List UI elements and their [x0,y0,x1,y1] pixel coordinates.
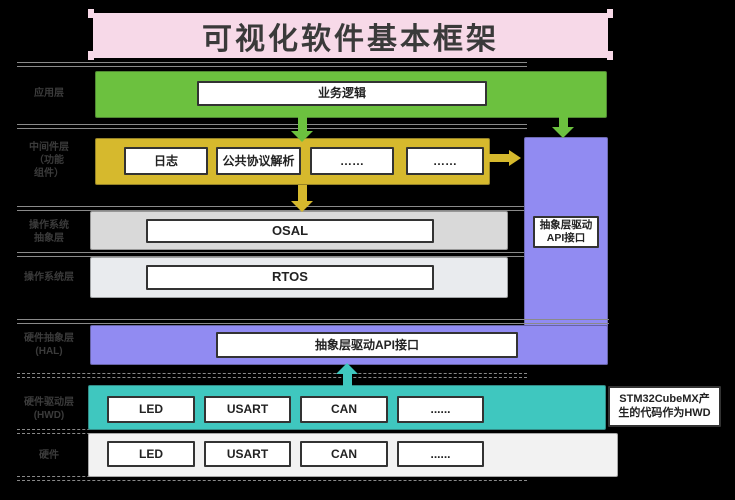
hal-api-box: 抽象层驱动API接口 [216,332,518,358]
layer-label-line: 组件） [34,168,64,179]
hw-usart-box: USART [204,441,291,467]
up-arrow-icon [336,363,358,374]
layer-label-hardware: 硬件 [10,449,88,462]
title-corner-tick [88,9,94,18]
log-module-box: 日志 [124,147,208,175]
abstraction-driver-api-label-box: 抽象层驱动 API接口 [533,216,599,248]
separator-line [17,252,527,257]
layer-label-os-abstraction: 操作系统 抽象层 [10,219,88,245]
hwd-can-box: CAN [300,396,388,423]
diagram-title: 可视化软件基本框架 [202,22,499,56]
separator-line [17,206,527,211]
separator-line [17,62,527,67]
down-arrow-icon [552,127,574,138]
layer-label-line: 硬件 [39,450,59,461]
layer-label-application: 应用层 [10,87,88,100]
stm32cubemx-note-line: 生的代码作为HWD [618,406,711,419]
hw-led-box: LED [107,441,195,467]
title-corner-tick [607,9,613,18]
hwd-usart-box: USART [204,396,291,423]
down-arrow-icon [298,185,307,202]
layer-label-line: 抽象层 [34,233,64,244]
layer-label-line: 操作系统层 [24,272,74,283]
down-arrow-icon [291,201,313,212]
stm32cubemx-note-line: STM32CubeMX产 [619,392,710,405]
layer-label-hardware-abstraction: 硬件抽象层 (HAL) [10,332,88,358]
protocol-parse-box: 公共协议解析 [216,147,301,175]
up-arrow-icon [343,373,352,386]
right-arrow-icon [487,154,510,162]
stm32cubemx-note-box: STM32CubeMX产 生的代码作为HWD [608,386,721,427]
hwd-led-box: LED [107,396,195,423]
layer-label-line: 应用层 [34,88,64,99]
hw-ellipsis-box: ...... [397,441,484,467]
title-corner-tick [607,51,613,60]
layer-label-line: (HAL) [35,346,63,357]
down-arrow-icon [291,131,313,142]
layer-label-middleware: 中间件层 （功能 组件） [10,141,88,180]
middleware-ellipsis-box: …… [310,147,394,175]
osal-box: OSAL [146,219,434,243]
layer-label-line: (HWD) [33,410,65,421]
layer-label-operating-system: 操作系统层 [10,271,88,284]
layer-label-line: 硬件驱动层 [24,397,74,408]
business-logic-box: 业务逻辑 [197,81,487,106]
middleware-ellipsis-box: …… [406,147,484,175]
separator-line [17,124,527,129]
abstraction-driver-api-line: 抽象层驱动 [539,218,593,231]
layer-label-line: 中间件层 [29,142,69,153]
abstraction-driver-api-line: API接口 [546,232,586,244]
layer-label-line: 硬件抽象层 [24,333,74,344]
layer-label-line: 操作系统 [29,220,69,231]
hw-can-box: CAN [300,441,388,467]
right-arrow-icon [509,150,521,166]
down-arrow-icon [298,117,307,132]
diagram-title-box: 可视化软件基本框架 [93,13,608,58]
separator-line [17,319,609,324]
layer-label-line: （功能 [34,155,64,166]
hwd-ellipsis-box: ...... [397,396,484,423]
layer-label-hardware-driver: 硬件驱动层 (HWD) [10,396,88,422]
title-corner-tick [88,51,94,60]
down-arrow-icon [559,117,568,128]
separator-line [17,373,527,378]
rtos-box: RTOS [146,265,434,290]
